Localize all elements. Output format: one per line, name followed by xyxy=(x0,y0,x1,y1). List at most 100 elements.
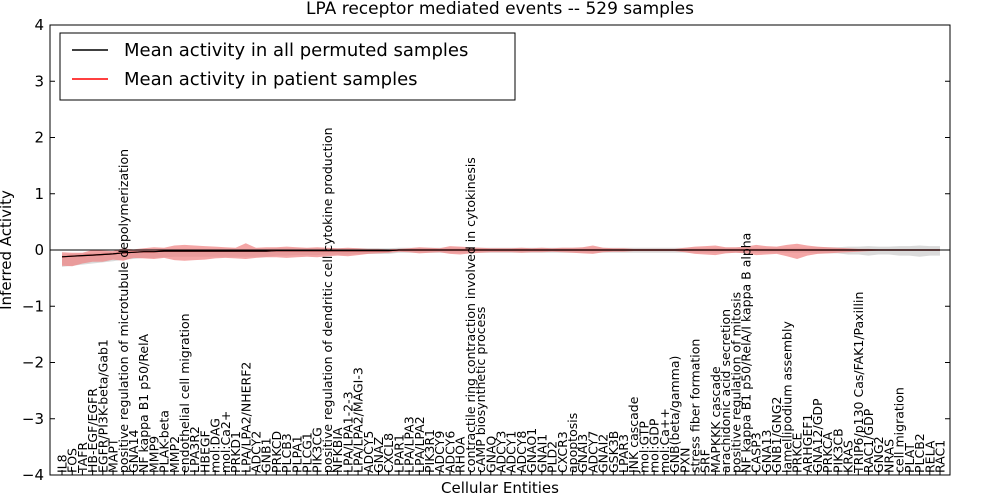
entity-label: GNB1/GNG2 xyxy=(769,397,784,473)
entity-label: GNAI3 xyxy=(575,434,590,473)
entity-label: PLAT xyxy=(902,443,917,473)
entity-label: ADCY1 xyxy=(504,431,519,473)
entity-label: MAPKKK cascade xyxy=(708,366,723,473)
entity-label: LPA/LPA3 xyxy=(402,416,417,473)
entity-label: SRF xyxy=(698,449,713,473)
entity-label: NF kappa B1 p50/RelA/I kappa B alpha xyxy=(739,233,754,473)
entity-label: ADCY3 xyxy=(494,431,509,473)
entity-label: HB-EGF/EGFR xyxy=(85,388,100,473)
entity-label: mol:GTP xyxy=(636,421,651,473)
entity-label: PIK3CG xyxy=(310,427,325,473)
entity-label: ADCY2 xyxy=(249,431,264,473)
permuted-mean-line xyxy=(61,249,940,258)
entity-label: LPA3R2 xyxy=(187,426,202,473)
entity-label: GNAI2 xyxy=(596,434,611,473)
entity-label: endothelial cell migration xyxy=(177,313,192,473)
entity-label: LPAR1 xyxy=(391,434,406,473)
entity-label: RAC1 xyxy=(933,440,948,473)
entity-label: MAPT xyxy=(106,438,121,473)
entity-label: LPA/LPA1-2-3 xyxy=(340,391,355,473)
entity-label: NRAS xyxy=(882,439,897,473)
entity-label: cAMP biosynthetic process xyxy=(473,307,488,473)
entity-label: mol:Ca2+ xyxy=(218,411,233,473)
entity-label: GNG2 xyxy=(871,436,886,473)
entity-label: positive regulation of mitosis xyxy=(728,292,743,473)
entity-label: GNB(beta/gamma) xyxy=(667,356,682,473)
legend-label-patient: Mean activity in patient samples xyxy=(124,69,418,90)
y-tick-label: 0 xyxy=(34,241,44,259)
entity-label: NF kappa B1 p50/RelA xyxy=(136,333,151,473)
entity-label: GNA12/GDP xyxy=(810,398,825,473)
entity-label: cell migration xyxy=(892,387,907,473)
legend-label-permuted: Mean activity in all permuted samples xyxy=(124,40,468,61)
entity-label: lamellipodium assembly xyxy=(779,321,794,473)
entity-label: ARHGEF1 xyxy=(800,414,815,473)
lines-layer xyxy=(50,249,950,258)
entity-label: PRKCA xyxy=(820,432,835,473)
entity-label: PLAK-beta xyxy=(157,410,172,473)
entity-label: NFKBIA xyxy=(330,427,345,473)
entity-label: ADCY7 xyxy=(585,431,600,473)
entity-label: LPA/LPA2/MAGI-3 xyxy=(351,367,366,473)
y-tick-label: 4 xyxy=(34,16,44,34)
entity-label: contractile ring contraction involved in… xyxy=(463,157,478,473)
entity-label: PIK3CB xyxy=(830,428,845,473)
entity-label: mol:DAG xyxy=(208,418,223,473)
entity-label: GNA14 xyxy=(126,429,141,473)
entity-label: RELA xyxy=(922,440,937,473)
entity-label: GSK3B xyxy=(606,431,621,473)
entity-label: PRKCE xyxy=(790,433,805,473)
entity-label: PRKD1 xyxy=(228,431,243,473)
entity-label: PLD2 xyxy=(545,441,560,473)
entity-label: ADCY5 xyxy=(361,431,376,473)
entity-label: PLPA1 xyxy=(289,435,304,473)
entity-label: PLCB3 xyxy=(279,433,294,473)
entity-label: TRIP6/p130 Cas/FAK1/Paxillin xyxy=(851,292,866,474)
y-tick-label: −2 xyxy=(22,354,44,372)
entity-label: JNK cascade xyxy=(626,396,641,474)
entity-label: EGFR/PI3K-beta/Gab1 xyxy=(95,339,110,473)
entity-label: GNAZ xyxy=(371,437,386,473)
entity-label: arachidonic acid secretion xyxy=(718,309,733,473)
entity-label: PXN xyxy=(677,448,692,473)
y-tick-label: 3 xyxy=(34,72,44,90)
entity-label: CXCR3 xyxy=(555,431,570,473)
bands-layer xyxy=(62,243,940,267)
legend: Mean activity in all permuted samples Me… xyxy=(59,32,516,101)
patient-band xyxy=(62,243,940,267)
entity-label: MMP9 xyxy=(146,436,161,473)
entity-label: GNB1 xyxy=(259,437,274,473)
plot-frame xyxy=(49,24,951,476)
entity-label: ADCY6 xyxy=(443,431,458,473)
entity-labels: IL8FOSTAFRHB-EGF/EGFREGFR/PI3K-beta/Gab1… xyxy=(55,127,948,474)
entity-label: positive regulation of dendritic cell cy… xyxy=(320,127,335,473)
entity-label: mol:Ca++ xyxy=(657,408,672,473)
entity-label: GNA13 xyxy=(759,430,774,474)
entity-label: GNAO1 xyxy=(524,428,539,473)
entity-label: PRKCD xyxy=(269,431,284,473)
entity-label: TAFR xyxy=(75,442,90,474)
entity-label: PLCB2 xyxy=(912,433,927,473)
legend-box xyxy=(59,32,516,101)
entity-label: MMP2 xyxy=(167,436,182,473)
entity-label: mol:GDP xyxy=(647,418,662,473)
entity-label: GNAQ xyxy=(483,436,498,473)
entity-label: HBEGF xyxy=(197,430,212,473)
entity-label: KRAS xyxy=(841,440,856,473)
entity-label: CXCL8 xyxy=(381,433,396,473)
chart-title: LPA receptor mediated events -- 529 samp… xyxy=(306,0,694,19)
y-tick-label: −4 xyxy=(22,466,44,484)
x-ticks xyxy=(61,470,941,475)
entity-label: LPA/LPA2 xyxy=(412,416,427,473)
x-axis-label: Cellular Entities xyxy=(441,479,559,497)
entity-label: LPAR3 xyxy=(616,434,631,473)
entity-label: PIK3R1 xyxy=(422,429,437,473)
entity-label: ADCY9 xyxy=(432,431,447,473)
entity-label: FOS xyxy=(65,448,80,473)
y-axis-label: Inferred Activity xyxy=(0,190,15,310)
entity-label: LPA/LPA2/NHERF2 xyxy=(238,362,253,473)
y-tick-label: 1 xyxy=(34,185,44,203)
